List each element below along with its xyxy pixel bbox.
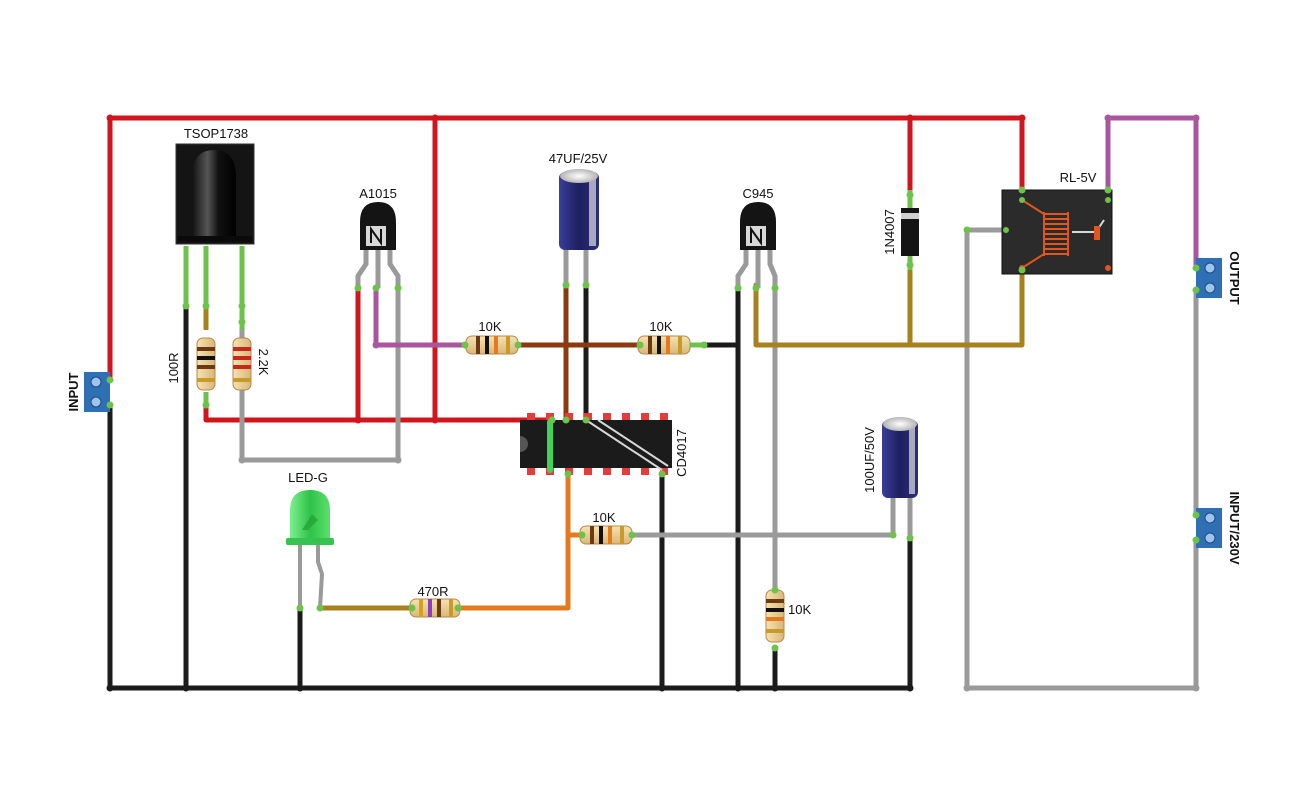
terminal-output: OUTPUT (1196, 251, 1242, 305)
resistor-10k-d-label: 10K (788, 602, 811, 617)
terminal-output-label: OUTPUT (1227, 251, 1242, 305)
purple-junctions (372, 114, 1200, 349)
relay-label: RL-5V (1060, 170, 1097, 185)
terminal-input-230: INPUT/230V (1196, 492, 1242, 565)
led-green: LED-G (286, 470, 334, 609)
capacitor-100uf-label: 100UF/50V (862, 427, 877, 493)
npn-transistor: C945 (735, 186, 778, 288)
ground-junctions (106, 684, 914, 692)
pnp-transistor-label: A1015 (359, 186, 397, 201)
resistor-10k-c: 10K (579, 510, 633, 545)
ir-receiver: TSOP1738 (175, 126, 255, 306)
terminal-input: INPUT (66, 372, 110, 412)
wire-gray (239, 227, 1199, 691)
led-label: LED-G (288, 470, 328, 485)
resistor-100r-label: 100R (166, 352, 181, 383)
resistor-470r-label: 470R (417, 584, 448, 599)
wire-ground-rail (107, 282, 913, 691)
resistor-10k-c-label: 10K (592, 510, 615, 525)
wire-brown (515, 282, 643, 423)
diode-label: 1N4007 (882, 209, 897, 255)
relay: RL-5V (1001, 170, 1113, 275)
resistor-10k-a-label: 10K (478, 319, 501, 334)
terminal-input-label: INPUT (66, 372, 81, 411)
ir-receiver-label: TSOP1738 (184, 126, 248, 141)
resistor-2k2-label: 2.2K (256, 349, 271, 376)
capacitor-100uf: 100UF/50V (862, 417, 918, 538)
ic-cd4017: CD4017 (520, 413, 689, 477)
junction-dots (106, 186, 1200, 652)
terminal-input-230-label: INPUT/230V (1227, 492, 1242, 565)
resistor-2k2: 2.2K (232, 306, 271, 391)
resistor-10k-b: 10K (637, 319, 704, 355)
resistor-10k-b-label: 10K (649, 319, 672, 334)
resistor-470r: 470R (409, 584, 461, 618)
capacitor-47uf: 47UF/25V (549, 151, 608, 285)
pnp-transistor: A1015 (355, 186, 401, 288)
npn-transistor-label: C945 (742, 186, 773, 201)
diode: 1N4007 (882, 190, 919, 270)
wire-orange (455, 471, 585, 611)
resistor-10k-d: 10K (765, 589, 811, 643)
gray-junctions (238, 456, 1200, 692)
rail-junctions (106, 114, 1026, 424)
resistor-100r: 100R (166, 306, 216, 405)
capacitor-47uf-label: 47UF/25V (549, 151, 608, 166)
ic-label: CD4017 (674, 429, 689, 477)
resistor-10k-a: 10K (465, 319, 519, 355)
